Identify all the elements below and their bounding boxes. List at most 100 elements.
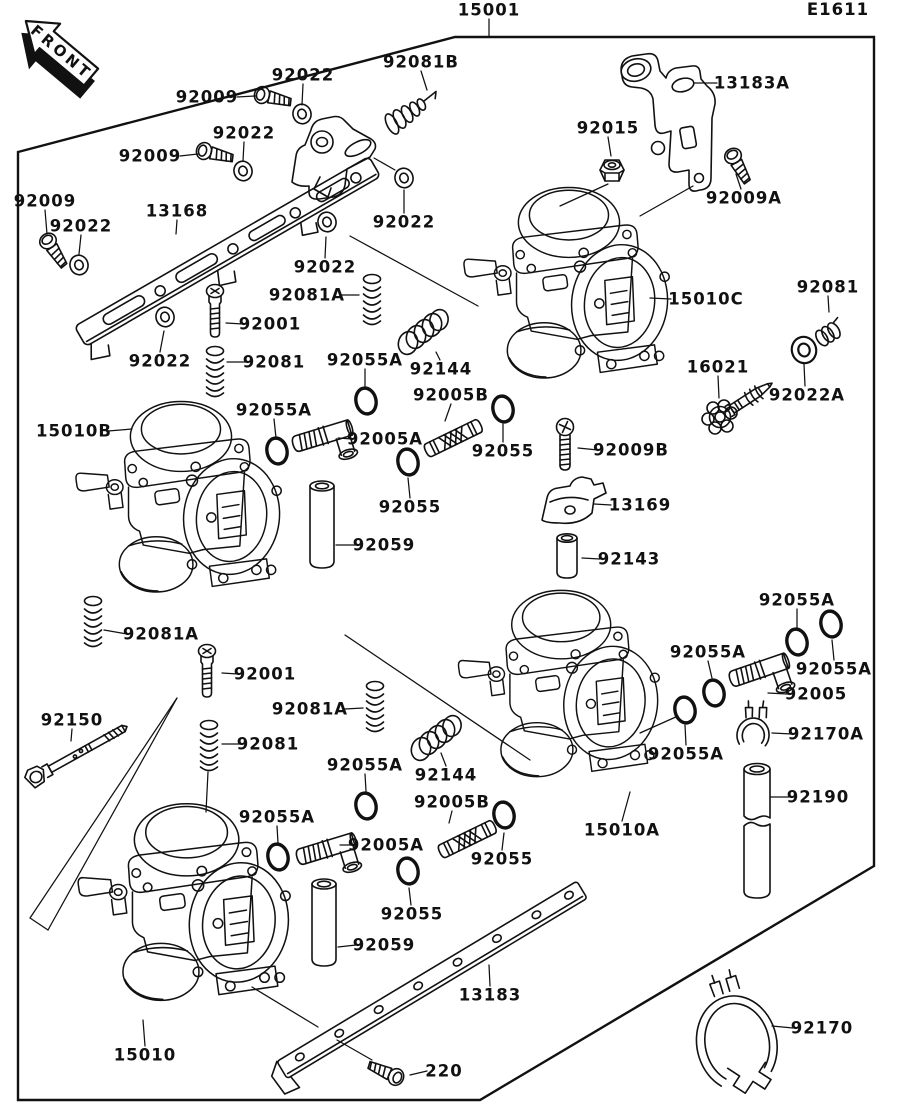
part-label-92015: 92015 xyxy=(577,119,639,138)
assembly-line xyxy=(373,157,396,171)
rail-13168-end-plate xyxy=(291,115,377,200)
oring-92055a xyxy=(351,789,381,823)
leader-line xyxy=(273,418,277,439)
part-label-92170A: 92170A xyxy=(788,725,864,744)
pilot-screw-16021 xyxy=(701,382,773,435)
assembly-line xyxy=(559,183,609,207)
part-label-92009B: 92009B xyxy=(593,441,669,460)
assembly-line xyxy=(29,697,178,919)
leader-line xyxy=(225,322,244,325)
part-labels: 1500192081B920229200913183A9202292009920… xyxy=(14,1,871,1081)
washer-92022 xyxy=(230,158,256,184)
leader-line xyxy=(440,752,447,767)
assembly-line xyxy=(639,715,679,734)
screw-92009b xyxy=(555,417,575,471)
assembly-line xyxy=(639,185,694,217)
washer-92022 xyxy=(152,304,178,330)
part-label-92081: 92081 xyxy=(237,735,299,754)
spring-92081a xyxy=(365,680,385,733)
oring-92055 xyxy=(488,392,518,426)
leader-line xyxy=(621,791,631,822)
spring-92081a xyxy=(83,595,103,648)
part-label-15001: 15001 xyxy=(458,1,520,20)
leader-line xyxy=(735,173,742,190)
tube-92143 xyxy=(556,532,578,579)
oring-92055a xyxy=(670,693,700,727)
oring-92055a xyxy=(816,607,846,641)
part-label-92005B: 92005B xyxy=(413,386,489,405)
spring-92081-small xyxy=(815,316,841,347)
border-frame xyxy=(16,35,876,1102)
part-label-92055: 92055 xyxy=(381,905,443,924)
part-label-92005A: 92005A xyxy=(348,836,424,855)
leader-line xyxy=(107,428,133,432)
part-label-220: 220 xyxy=(425,1062,462,1081)
part-label-92005: 92005 xyxy=(785,685,847,704)
leader-line xyxy=(767,692,788,695)
oring-92055a xyxy=(699,676,729,710)
part-label-92055A: 92055A xyxy=(670,643,746,662)
part-label-92009: 92009 xyxy=(176,88,238,107)
part-label-92081: 92081 xyxy=(243,353,305,372)
carburetor-15010a xyxy=(457,589,665,778)
leader-line xyxy=(159,330,165,353)
leader-line xyxy=(242,141,245,162)
part-label-92150: 92150 xyxy=(41,711,103,730)
washer-92022 xyxy=(66,252,92,278)
part-label-92001: 92001 xyxy=(239,315,301,334)
leader-line xyxy=(448,810,453,824)
leader-line xyxy=(803,363,806,387)
part-label-92055: 92055 xyxy=(471,850,533,869)
rail-13183 xyxy=(270,881,587,1095)
assembly-line xyxy=(336,1039,373,1061)
leader-line xyxy=(44,209,48,235)
leader-line xyxy=(607,136,612,157)
bolt-92001 xyxy=(205,283,225,338)
leader-line xyxy=(717,375,720,399)
assembly-line xyxy=(205,771,209,813)
part-label-92055: 92055 xyxy=(379,498,441,517)
leader-line xyxy=(70,728,73,742)
leader-line xyxy=(324,236,327,259)
assembly-line xyxy=(344,634,531,761)
assembly-lines xyxy=(29,157,694,1061)
leader-line xyxy=(649,297,672,300)
part-label-92055A: 92055A xyxy=(327,351,403,370)
spring-92144 xyxy=(394,306,452,358)
part-label-92022: 92022 xyxy=(50,217,112,236)
page-code: E1611 xyxy=(807,0,869,19)
leader-line xyxy=(175,219,178,235)
leader-line xyxy=(408,887,412,906)
washer-92022 xyxy=(391,165,417,191)
leader-line xyxy=(337,944,357,948)
screw-92009 xyxy=(193,140,236,168)
spring-92081 xyxy=(205,345,225,398)
spring-92081 xyxy=(199,719,219,772)
part-label-92143: 92143 xyxy=(598,550,660,569)
bolt-92150 xyxy=(24,724,128,789)
assembly-line xyxy=(29,917,49,931)
assembly-line xyxy=(251,986,319,1028)
screw-220 xyxy=(364,1055,408,1089)
leader-line xyxy=(142,1019,146,1047)
leader-line xyxy=(707,660,713,679)
bolt-92001 xyxy=(197,643,217,698)
part-label-92022: 92022 xyxy=(294,258,356,277)
leader-line xyxy=(301,83,304,106)
oring-92055a xyxy=(263,840,293,874)
part-label-92022: 92022 xyxy=(373,213,435,232)
washer-92022a xyxy=(787,332,821,368)
part-label-92055A: 92055A xyxy=(648,745,724,764)
part-label-92022: 92022 xyxy=(129,352,191,371)
part-label-92055A: 92055A xyxy=(239,808,315,827)
carburetor-15010 xyxy=(77,802,296,1002)
leader-lines xyxy=(44,18,835,1076)
part-label-13168: 13168 xyxy=(146,202,208,221)
part-label-15010C: 15010C xyxy=(668,290,744,309)
oring-92055 xyxy=(393,854,423,888)
part-label-92081A: 92081A xyxy=(269,286,345,305)
part-label-92022A: 92022A xyxy=(769,386,845,405)
leader-line xyxy=(409,1070,428,1076)
tube-92059 xyxy=(309,480,335,569)
